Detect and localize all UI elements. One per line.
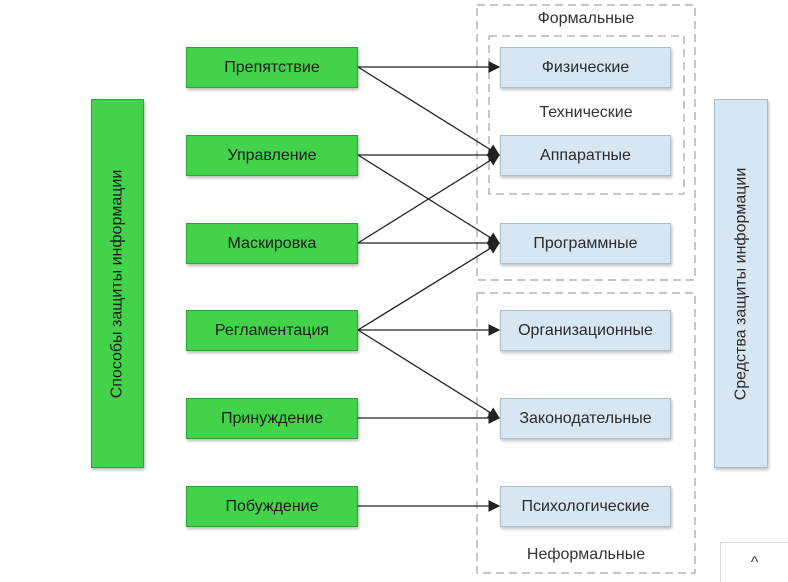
method-label: Регламентация — [214, 321, 330, 339]
means-label: Законодательные — [519, 409, 652, 427]
method-box: Регламентация — [186, 310, 358, 351]
method-box: Принуждение — [186, 398, 358, 439]
means-label: Программные — [533, 234, 638, 252]
means-box: Физические — [500, 47, 671, 88]
formal-group-label: Формальные — [537, 10, 635, 27]
scroll-to-top-button[interactable]: ^ — [720, 542, 788, 582]
technical-group-frame — [488, 35, 685, 195]
technical-group-label: Технические — [539, 104, 633, 121]
connector-arrow — [357, 66, 500, 156]
method-label: Препятствие — [224, 58, 320, 76]
method-label: Управление — [227, 146, 317, 164]
informal-group-frame — [476, 292, 696, 574]
method-box: Маскировка — [186, 223, 358, 264]
method-box: Управление — [186, 135, 358, 176]
connector-lines — [357, 61, 501, 512]
means-box: Психологические — [500, 486, 671, 527]
connector-arrow — [357, 242, 500, 331]
means-box: Аппаратные — [500, 135, 671, 176]
method-box: Препятствие — [186, 47, 358, 88]
means-box: Организационные — [500, 310, 671, 351]
methods-title-box: Способы защиты информации — [91, 99, 144, 468]
chevron-up-icon: ^ — [750, 553, 759, 571]
connector-arrow — [357, 154, 500, 244]
means-label: Физические — [541, 58, 630, 76]
means-box: Программные — [500, 223, 671, 264]
informal-group-label: Неформальные — [526, 546, 646, 563]
means-label: Аппаратные — [540, 146, 631, 164]
method-label: Побуждение — [225, 497, 319, 515]
means-title: Средства защиты информации — [732, 167, 750, 400]
method-label: Маскировка — [227, 234, 317, 252]
methods-title: Способы защиты информации — [108, 169, 126, 398]
formal-group-frame — [476, 4, 696, 281]
means-box: Законодательные — [500, 398, 671, 439]
means-title-box: Средства защиты информации — [714, 99, 768, 468]
means-label: Психологические — [521, 497, 650, 515]
method-box: Побуждение — [186, 486, 358, 527]
connector-arrow — [357, 329, 500, 419]
means-label: Организационные — [518, 321, 653, 339]
method-label: Принуждение — [221, 409, 323, 427]
